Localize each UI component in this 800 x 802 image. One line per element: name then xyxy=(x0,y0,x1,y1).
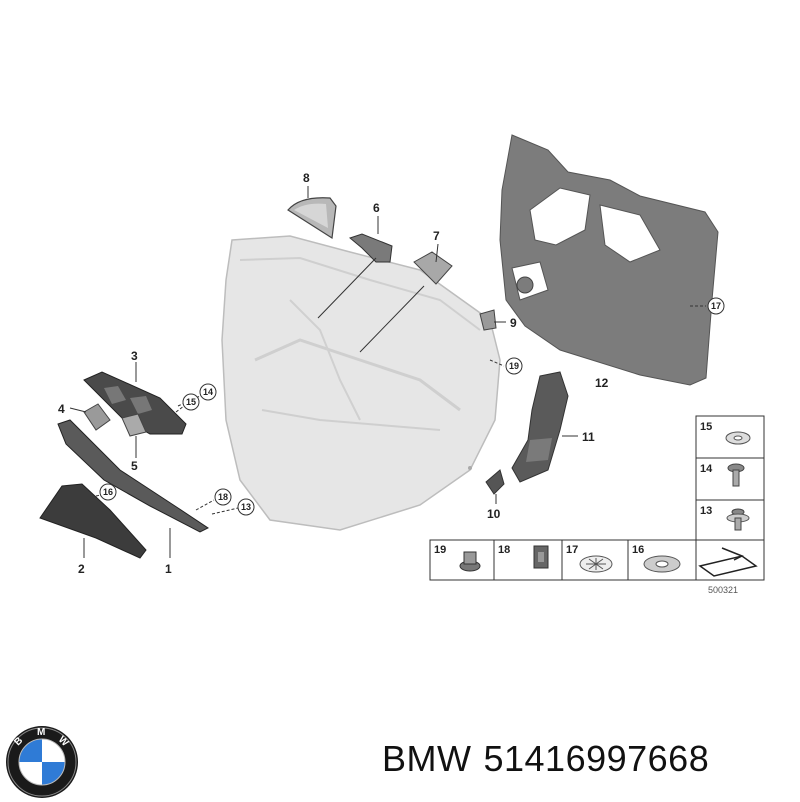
part-7-cover xyxy=(359,243,453,353)
brand-name: BMW xyxy=(382,738,472,779)
direction-arrow-icon xyxy=(698,547,758,577)
screw-13-icon xyxy=(726,508,750,531)
svg-text:15: 15 xyxy=(186,397,196,407)
logo-letter-m: M xyxy=(37,727,45,738)
callout-7: 7 xyxy=(433,229,440,243)
door-trim-panel xyxy=(221,235,501,531)
part-caption: BMW 51416997668 xyxy=(382,738,721,780)
callout-10: 10 xyxy=(487,507,501,521)
part-11-carrier xyxy=(511,371,578,483)
clip-19-icon xyxy=(459,551,481,572)
svg-text:14: 14 xyxy=(203,387,213,397)
legend-14: 14 xyxy=(700,463,713,475)
fastener-legend-row: 19 18 17 16 xyxy=(429,539,765,581)
svg-text:13: 13 xyxy=(241,502,251,512)
circled-callout-19: 19 xyxy=(505,357,523,375)
callout-3: 3 xyxy=(131,349,138,363)
legend-13: 13 xyxy=(700,505,712,517)
part-2-trim xyxy=(39,483,147,559)
legend-15: 15 xyxy=(700,421,712,433)
part-10-clip xyxy=(485,469,505,504)
washer-16-icon xyxy=(643,555,681,573)
legend-16: 16 xyxy=(632,544,644,556)
circled-callout-13: 13 xyxy=(237,498,255,516)
callout-6: 6 xyxy=(373,201,380,215)
fastener-legend-column: 15 14 13 xyxy=(695,415,765,543)
callout-9: 9 xyxy=(510,316,517,330)
svg-text:17: 17 xyxy=(711,301,721,311)
callout-12: 12 xyxy=(595,376,609,390)
legend-17: 17 xyxy=(566,544,578,556)
legend-18: 18 xyxy=(498,544,510,556)
circled-callout-14: 14 xyxy=(199,383,217,401)
circled-callout-15: 15 xyxy=(182,393,200,411)
svg-text:19: 19 xyxy=(509,361,519,371)
callout-5: 5 xyxy=(131,459,138,473)
part-8-mirror-cover xyxy=(287,186,337,240)
part-5-switch xyxy=(121,413,147,458)
bmw-logo-icon: B M W xyxy=(6,726,78,798)
callout-1: 1 xyxy=(165,562,172,576)
circled-callout-17: 17 xyxy=(707,297,725,315)
part-1-trim-strip xyxy=(57,419,209,558)
part-number: 51416997668 xyxy=(483,738,710,779)
callout-8: 8 xyxy=(303,171,310,185)
legend-19: 19 xyxy=(434,544,446,556)
callout-2: 2 xyxy=(78,562,85,576)
part-6-bracket xyxy=(317,216,393,319)
diagram-number: 500321 xyxy=(708,585,738,595)
circled-callout-18: 18 xyxy=(214,488,232,506)
callout-4: 4 xyxy=(58,402,65,416)
callout-11: 11 xyxy=(582,430,595,444)
part-3-window-switch-panel xyxy=(83,362,187,435)
circled-callout-16: 16 xyxy=(99,483,117,501)
part-4-cover xyxy=(69,403,111,431)
screw-14-icon xyxy=(727,463,745,487)
speed-nut-17-icon xyxy=(579,555,613,573)
clip-18-icon xyxy=(533,545,549,569)
part-12-insulation-sheet xyxy=(499,134,719,386)
svg-text:18: 18 xyxy=(218,492,228,502)
svg-text:16: 16 xyxy=(103,487,113,497)
part-9-clip xyxy=(479,309,506,331)
